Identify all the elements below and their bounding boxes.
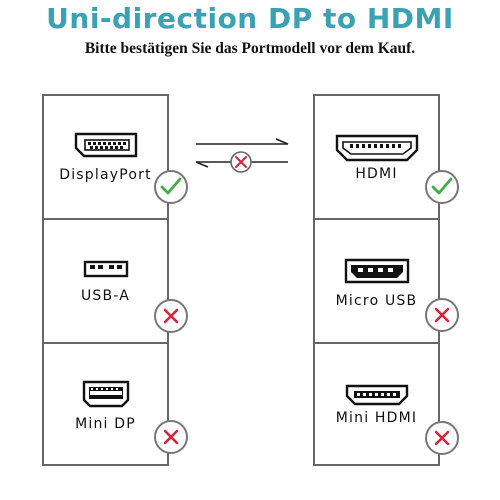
port-cell-mini-dp: Mini DP: [44, 342, 167, 464]
mini-dp-icon: [44, 380, 167, 408]
port-label-displayport: DisplayPort: [59, 167, 152, 183]
displayport-icon: [44, 132, 167, 158]
port-label-hdmi: HDMI: [355, 166, 398, 182]
micro-usb-icon: [315, 258, 438, 284]
cross-icon: [425, 298, 459, 332]
port-label-usb-a: USB-A: [80, 288, 131, 304]
direction-arrows: [188, 136, 298, 184]
port-cell-micro-usb: Micro USB: [315, 218, 438, 342]
hdmi-icon: [315, 134, 438, 162]
page-subtitle: Bitte bestätigen Sie das Portmodell vor …: [84, 40, 416, 57]
usb-a-icon: [44, 260, 167, 278]
cross-icon: [154, 299, 188, 333]
page-title: Uni-direction DP to HDMI: [46, 2, 454, 35]
check-icon: [154, 170, 188, 204]
blocked-cross-icon: [230, 151, 252, 173]
port-label-mini-hdmi: Mini HDMI: [335, 410, 418, 426]
cross-icon: [154, 420, 188, 454]
port-cell-displayport: DisplayPort: [44, 96, 167, 218]
port-cell-mini-hdmi: Mini HDMI: [315, 342, 438, 464]
port-label-micro-usb: Micro USB: [335, 293, 418, 309]
reverse-arrow-icon: [195, 161, 288, 168]
target-port-column: HDMI Micro USB Mini HDMI: [313, 94, 440, 466]
port-cell-usb-a: USB-A: [44, 218, 167, 342]
forward-arrow-icon: [196, 138, 289, 145]
port-label-mini-dp: Mini DP: [75, 416, 136, 432]
mini-hdmi-icon: [315, 384, 438, 406]
check-icon: [425, 170, 459, 204]
source-port-column: DisplayPort USB-A Mini DP: [42, 94, 169, 466]
port-cell-hdmi: HDMI: [315, 96, 438, 218]
cross-icon: [425, 421, 459, 455]
